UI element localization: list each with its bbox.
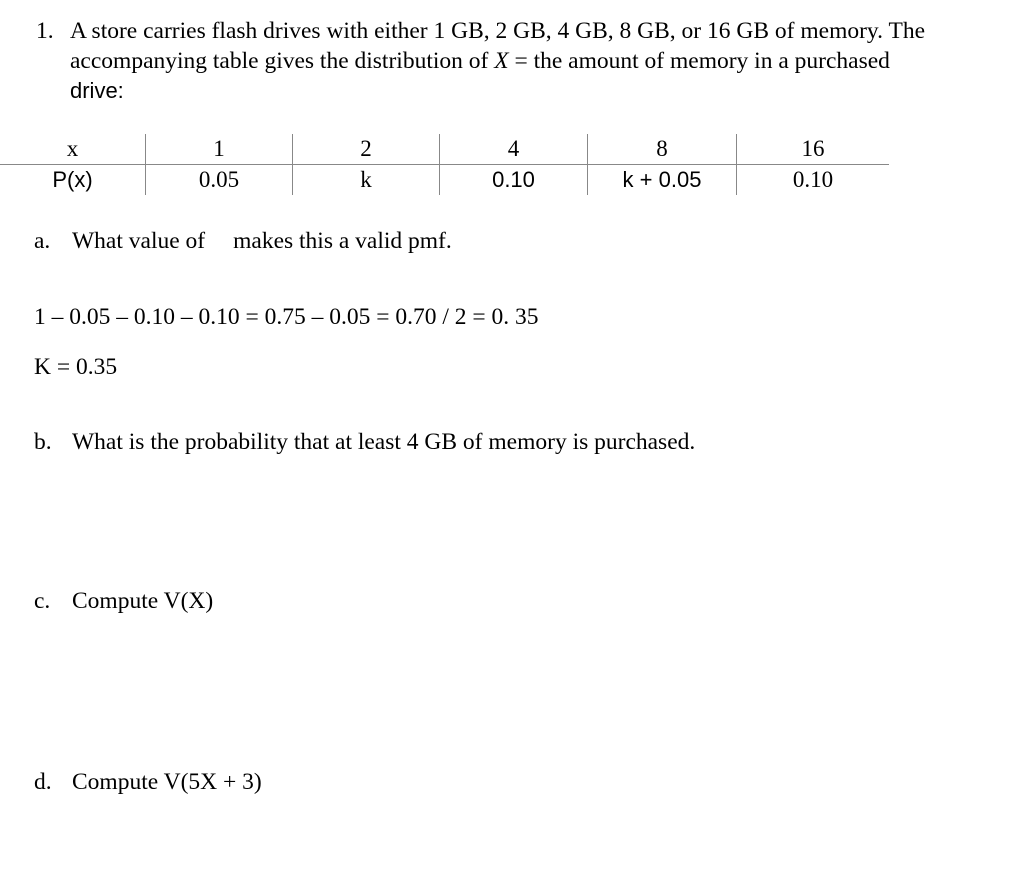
x-value: 16 bbox=[736, 134, 889, 165]
table-row-x: x 1 2 4 8 16 bbox=[0, 134, 889, 165]
x-value: 1 bbox=[145, 134, 293, 165]
part-d-question: Compute V(5X + 3) bbox=[72, 769, 262, 795]
x-value: 4 bbox=[439, 134, 588, 165]
part-c-question: Compute V(X) bbox=[72, 588, 214, 614]
row-label-x: x bbox=[0, 134, 146, 165]
probability-value: 0.10 bbox=[792, 167, 834, 192]
part-a-question-end: makes this a valid pmf. bbox=[233, 228, 452, 254]
part-b-letter: b. bbox=[34, 429, 52, 455]
problem-text: A store carries flash drives with either… bbox=[70, 16, 1000, 106]
random-variable-symbol: X bbox=[494, 48, 509, 74]
part-a-work-line-2: K = 0.35 bbox=[34, 354, 118, 380]
part-b-question: What is the probability that at least 4 … bbox=[72, 429, 696, 455]
probability-value: 0.05 bbox=[145, 164, 293, 195]
probability-value: k + 0.05 bbox=[587, 164, 737, 195]
probability-value: 0.10 bbox=[439, 164, 588, 195]
part-a-question: What value of makes this a valid pmf. bbox=[72, 226, 452, 256]
row-label-px: P(x) bbox=[0, 164, 146, 195]
part-a-question-start: What value of bbox=[72, 228, 206, 254]
problem-number: 1. bbox=[36, 18, 54, 44]
part-d-letter: d. bbox=[34, 769, 52, 795]
problem-text-end: = the amount of memory in a purchased bbox=[508, 48, 890, 74]
part-c-letter: c. bbox=[34, 588, 51, 614]
pmf-table: x 1 2 4 8 16 P(x) 0.05 k 0.10 k + 0.05 0… bbox=[0, 134, 889, 195]
problem-text-start: A store carries flash drives with either… bbox=[70, 18, 926, 74]
table-row-px: P(x) 0.05 k 0.10 k + 0.05 0.10 bbox=[0, 164, 889, 195]
part-a-work-line-1: 1 – 0.05 – 0.10 – 0.10 = 0.75 – 0.05 = 0… bbox=[34, 304, 539, 330]
x-value: 8 bbox=[587, 134, 737, 165]
x-value: 2 bbox=[292, 134, 440, 165]
probability-value: k bbox=[292, 164, 440, 195]
part-a-letter: a. bbox=[34, 228, 51, 254]
problem-text-tail: drive: bbox=[70, 78, 124, 103]
